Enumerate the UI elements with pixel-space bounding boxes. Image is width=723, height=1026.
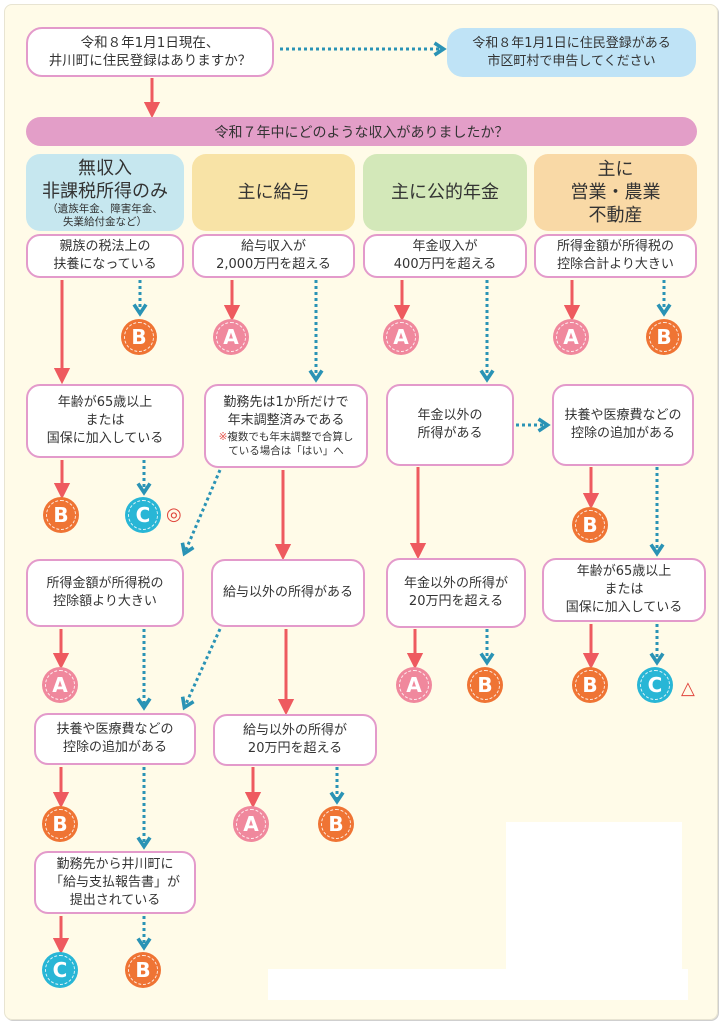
question-deduction-left-line-1: 扶養や医療費などの bbox=[56, 722, 174, 737]
question-age65-left-line-3: 国保に加入している bbox=[46, 431, 164, 446]
question-pension-over: 年金収入が 400万円を超える bbox=[363, 234, 527, 278]
category-no-income: 無収入 非課税所得のみ （遺族年金、障害年金、 失業給付金など） bbox=[26, 154, 184, 231]
badge-c: C bbox=[125, 497, 161, 533]
category-business: 主に 営業・農業 不動産 bbox=[534, 154, 697, 231]
question-salary-other-over: 給与以外の所得が 20万円を超える bbox=[213, 714, 377, 766]
question-salary-over-line-2: 2,000万円を超える bbox=[216, 257, 331, 272]
note-text-1: 複数でも年末調整で合算し bbox=[227, 431, 354, 443]
category-pension-label: 主に公的年金 bbox=[391, 182, 499, 203]
question-dependent-line-2: 扶養になっている bbox=[53, 257, 157, 272]
question-pension-other-over-line-2: 20万円を超える bbox=[408, 594, 504, 609]
redirect-line-2: 市区町村で申告してください bbox=[487, 53, 656, 69]
question-one-employer-note-1: ※複数でも年末調整で合算し bbox=[219, 430, 354, 444]
question-pension-other: 年金以外の 所得がある bbox=[386, 384, 514, 466]
question-salary-over: 給与収入が 2,000万円を超える bbox=[192, 234, 355, 278]
category-salary-label: 主に給与 bbox=[237, 182, 310, 203]
redirect-line-1: 令和８年1月1日に住民登録がある bbox=[472, 35, 671, 51]
question-biz-deduction: 扶養や医療費などの 控除の追加がある bbox=[552, 384, 694, 466]
category-no-income-sub-1: （遺族年金、障害年金、 bbox=[47, 202, 163, 215]
question-biz-income-line-2: 控除合計より大きい bbox=[557, 257, 674, 272]
question-age65-left-line-1: 年齢が65歳以上 bbox=[57, 395, 153, 410]
question-salary-other-over-line-1: 給与以外の所得が bbox=[242, 723, 347, 738]
question-biz-deduction-line-1: 扶養や医療費などの bbox=[564, 408, 682, 423]
question-pension-other-line-2: 所得がある bbox=[417, 426, 483, 441]
badge-a: A bbox=[383, 319, 419, 355]
badge-b: B bbox=[572, 667, 608, 703]
question-income-vs-deduction-line-2: 控除額より大きい bbox=[53, 594, 157, 609]
double-circle-mark: ◎ bbox=[166, 504, 182, 525]
question-age65-right-line-1: 年齢が65歳以上 bbox=[576, 564, 672, 579]
question-age65-right: 年齢が65歳以上 または 国保に加入している bbox=[542, 558, 706, 622]
badge-a: A bbox=[42, 667, 78, 703]
question-report-submitted-line-2: 「給与支払報告書」が bbox=[49, 874, 180, 890]
question-age65-left: 年齢が65歳以上 または 国保に加入している bbox=[26, 384, 184, 458]
question-one-employer: 勤務先は1か所だけで 年末調整済みである ※複数でも年末調整で合算し ている場合… bbox=[204, 384, 368, 468]
question-report-submitted: 勤務先から井川町に 「給与支払報告書」が 提出されている bbox=[34, 851, 196, 914]
category-no-income-line-2: 非課税所得のみ bbox=[42, 180, 168, 202]
badge-a: A bbox=[233, 806, 269, 842]
question-age65-right-line-3: 国保に加入している bbox=[565, 600, 683, 615]
category-business-line-2: 営業・農業 bbox=[570, 182, 661, 203]
badge-a: A bbox=[553, 319, 589, 355]
badge-b: B bbox=[121, 319, 157, 355]
question-age65-right-line-2: または bbox=[604, 582, 644, 597]
question-pension-other-line-1: 年金以外の bbox=[417, 408, 483, 423]
category-no-income-sub-2: 失業給付金など） bbox=[63, 215, 147, 228]
question-deduction-left: 扶養や医療費などの 控除の追加がある bbox=[34, 713, 196, 765]
question-biz-income-line-1: 所得金額が所得税の bbox=[556, 239, 674, 254]
no-arrow bbox=[180, 628, 222, 711]
question-salary-other-line-1: 給与以外の所得がある bbox=[222, 585, 353, 600]
blank-area bbox=[268, 969, 688, 1000]
badge-a: A bbox=[213, 319, 249, 355]
question-pension-over-line-1: 年金収入が bbox=[412, 239, 478, 254]
question-salary-other-over-line-2: 20万円を超える bbox=[247, 741, 343, 756]
category-no-income-line-1: 無収入 bbox=[78, 157, 132, 179]
category-business-line-3: 不動産 bbox=[588, 205, 643, 226]
category-business-line-1: 主に bbox=[597, 159, 634, 180]
question-one-employer-line-2: 年末調整済みである bbox=[227, 413, 345, 428]
badge-a: A bbox=[396, 667, 432, 703]
question-report-submitted-line-1: 勤務先から井川町に bbox=[56, 856, 174, 872]
question-pension-over-line-2: 400万円を超える bbox=[393, 257, 497, 272]
question-one-employer-line-1: 勤務先は1か所だけで bbox=[223, 395, 349, 410]
no-arrow bbox=[180, 469, 222, 557]
blank-area bbox=[506, 822, 682, 969]
badge-b: B bbox=[572, 507, 608, 543]
redirect-info-box: 令和８年1月1日に住民登録がある 市区町村で申告してください bbox=[447, 28, 696, 77]
badge-b: B bbox=[42, 806, 78, 842]
badge-b: B bbox=[467, 667, 503, 703]
question-age65-left-line-2: または bbox=[85, 413, 125, 428]
question-one-employer-note-2: ている場合は「はい」へ bbox=[228, 445, 344, 457]
badge-c: C bbox=[637, 667, 673, 703]
start-question-box: 令和８年1月1日現在、 井川町に住民登録はありますか？ bbox=[26, 27, 274, 77]
badge-b: B bbox=[43, 497, 79, 533]
start-question-line-2: 井川町に住民登録はありますか？ bbox=[48, 53, 252, 69]
badge-c: C bbox=[42, 952, 78, 988]
question-income-vs-deduction: 所得金額が所得税の 控除額より大きい bbox=[26, 559, 184, 627]
question-deduction-left-line-2: 控除の追加がある bbox=[62, 740, 167, 755]
question-salary-over-line-1: 給与収入が bbox=[240, 239, 306, 254]
triangle-mark: △ bbox=[681, 678, 695, 699]
badge-b: B bbox=[646, 319, 682, 355]
category-pension: 主に公的年金 bbox=[363, 154, 527, 231]
question-income-vs-deduction-line-1: 所得金額が所得税の bbox=[46, 576, 164, 591]
note-mark: ※ bbox=[218, 431, 228, 443]
question-biz-income: 所得金額が所得税の 控除合計より大きい bbox=[534, 234, 697, 278]
badge-b: B bbox=[125, 952, 161, 988]
question-dependent: 親族の税法上の 扶養になっている bbox=[26, 234, 184, 278]
income-type-banner: 令和７年中にどのような収入がありましたか？ bbox=[26, 117, 697, 146]
question-report-submitted-line-3: 提出されている bbox=[69, 892, 161, 908]
start-question-line-1: 令和８年1月1日現在、 bbox=[80, 35, 220, 51]
category-salary: 主に給与 bbox=[192, 154, 355, 231]
question-pension-other-over-line-1: 年金以外の所得が bbox=[403, 576, 508, 591]
question-dependent-line-1: 親族の税法上の bbox=[59, 239, 151, 254]
badge-b: B bbox=[318, 806, 354, 842]
question-salary-other: 給与以外の所得がある bbox=[211, 559, 365, 627]
question-biz-deduction-line-2: 控除の追加がある bbox=[570, 426, 675, 441]
question-pension-other-over: 年金以外の所得が 20万円を超える bbox=[386, 558, 526, 628]
